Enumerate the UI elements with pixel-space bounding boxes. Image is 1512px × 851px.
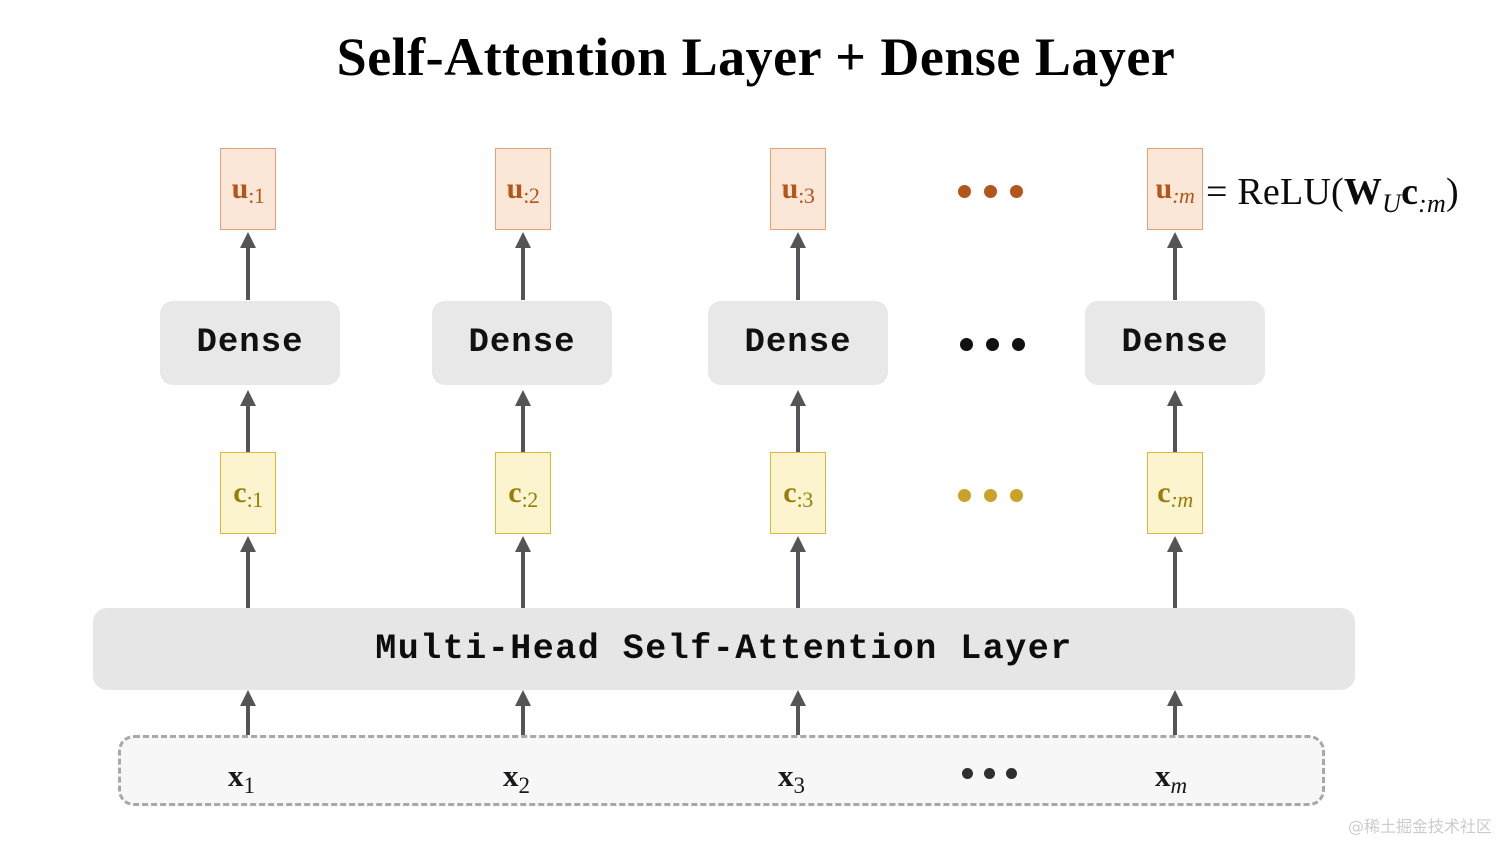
dense-layer-2[interactable]: Dense	[432, 301, 612, 385]
arrow-x3-to-attention	[790, 690, 806, 740]
output-box-u1: u:1	[220, 148, 276, 230]
multi-head-self-attention-layer[interactable]: Multi-Head Self-Attention Layer	[93, 608, 1355, 690]
input-subscript: 3	[793, 773, 806, 798]
input-label-xm: xm	[1155, 758, 1187, 798]
context-row-ellipsis-icon	[958, 489, 1023, 502]
arrow-x1-to-attention	[240, 690, 256, 740]
formula-close-paren: )	[1445, 171, 1459, 213]
output-symbol: u	[781, 172, 799, 205]
formula-weight-subscript: U	[1382, 189, 1402, 218]
input-subscript: m	[1170, 773, 1188, 798]
dense-label: Dense	[196, 324, 304, 362]
output-box-um: u:m	[1147, 148, 1203, 230]
input-symbol: x	[1155, 758, 1171, 793]
formula-weight: W	[1343, 171, 1383, 213]
arrow-x2-to-attention	[515, 690, 531, 740]
dense-layer-3[interactable]: Dense	[708, 301, 888, 385]
context-box-c3: c:3	[770, 452, 826, 534]
formula-vector: c	[1401, 171, 1419, 213]
context-box-c2: c:2	[495, 452, 551, 534]
watermark: @稀土掘金技术社区	[1347, 817, 1492, 836]
input-label-x2: x2	[503, 758, 530, 798]
arrow-dense2-to-u2	[515, 232, 531, 300]
output-subscript: :2	[523, 183, 540, 208]
context-symbol: c	[233, 476, 247, 509]
output-box-u2: u:2	[495, 148, 551, 230]
arrow-attention-to-c2	[515, 536, 531, 608]
input-symbol: x	[778, 758, 794, 793]
context-symbol: c	[508, 476, 522, 509]
input-subscript: 1	[243, 773, 256, 798]
output-subscript: :3	[798, 183, 815, 208]
dense-layer-m[interactable]: Dense	[1085, 301, 1265, 385]
context-box-c1: c:1	[220, 452, 276, 534]
context-box-cm: c:m	[1147, 452, 1203, 534]
arrow-c2-to-dense2	[515, 390, 531, 452]
page-title: Self-Attention Layer + Dense Layer	[336, 27, 1176, 87]
dense-layer-1[interactable]: Dense	[160, 301, 340, 385]
input-subscript: 2	[518, 773, 531, 798]
arrow-attention-to-c1	[240, 536, 256, 608]
output-box-u3: u:3	[770, 148, 826, 230]
relu-formula: = ReLU(WUc:m)	[1206, 170, 1459, 218]
formula-equals: =	[1206, 171, 1228, 213]
dense-label: Dense	[744, 324, 852, 362]
context-subscript: :2	[521, 487, 539, 512]
context-subscript: :1	[246, 487, 264, 512]
dense-row-ellipsis-icon	[960, 338, 1025, 351]
dense-label: Dense	[468, 324, 576, 362]
arrow-xm-to-attention	[1167, 690, 1183, 740]
arrow-cm-to-densem	[1167, 390, 1183, 452]
input-sequence-band	[118, 735, 1325, 806]
arrow-c1-to-dense1	[240, 390, 256, 452]
input-label-x1: x1	[228, 758, 255, 798]
arrow-densem-to-um	[1167, 232, 1183, 300]
output-row-ellipsis-icon	[958, 185, 1023, 198]
context-subscript: :m	[1170, 487, 1194, 512]
input-symbol: x	[503, 758, 519, 793]
formula-vector-subscript: :m	[1418, 189, 1446, 218]
arrow-dense1-to-u1	[240, 232, 256, 300]
dense-label: Dense	[1121, 324, 1229, 362]
arrow-attention-to-cm	[1167, 536, 1183, 608]
context-symbol: c	[783, 476, 797, 509]
arrow-dense3-to-u3	[790, 232, 806, 300]
output-symbol: u	[506, 172, 524, 205]
input-label-x3: x3	[778, 758, 805, 798]
output-symbol: u	[231, 172, 249, 205]
context-symbol: c	[1157, 476, 1171, 509]
input-symbol: x	[228, 758, 244, 793]
attention-layer-label: Multi-Head Self-Attention Layer	[375, 629, 1073, 669]
input-row-ellipsis-icon	[962, 768, 1017, 779]
arrow-c3-to-dense3	[790, 390, 806, 452]
context-subscript: :3	[796, 487, 814, 512]
output-subscript: :m	[1172, 183, 1195, 208]
formula-function: ReLU(	[1237, 171, 1344, 213]
output-symbol: u	[1155, 172, 1173, 205]
output-subscript: :1	[248, 183, 265, 208]
arrow-attention-to-c3	[790, 536, 806, 608]
